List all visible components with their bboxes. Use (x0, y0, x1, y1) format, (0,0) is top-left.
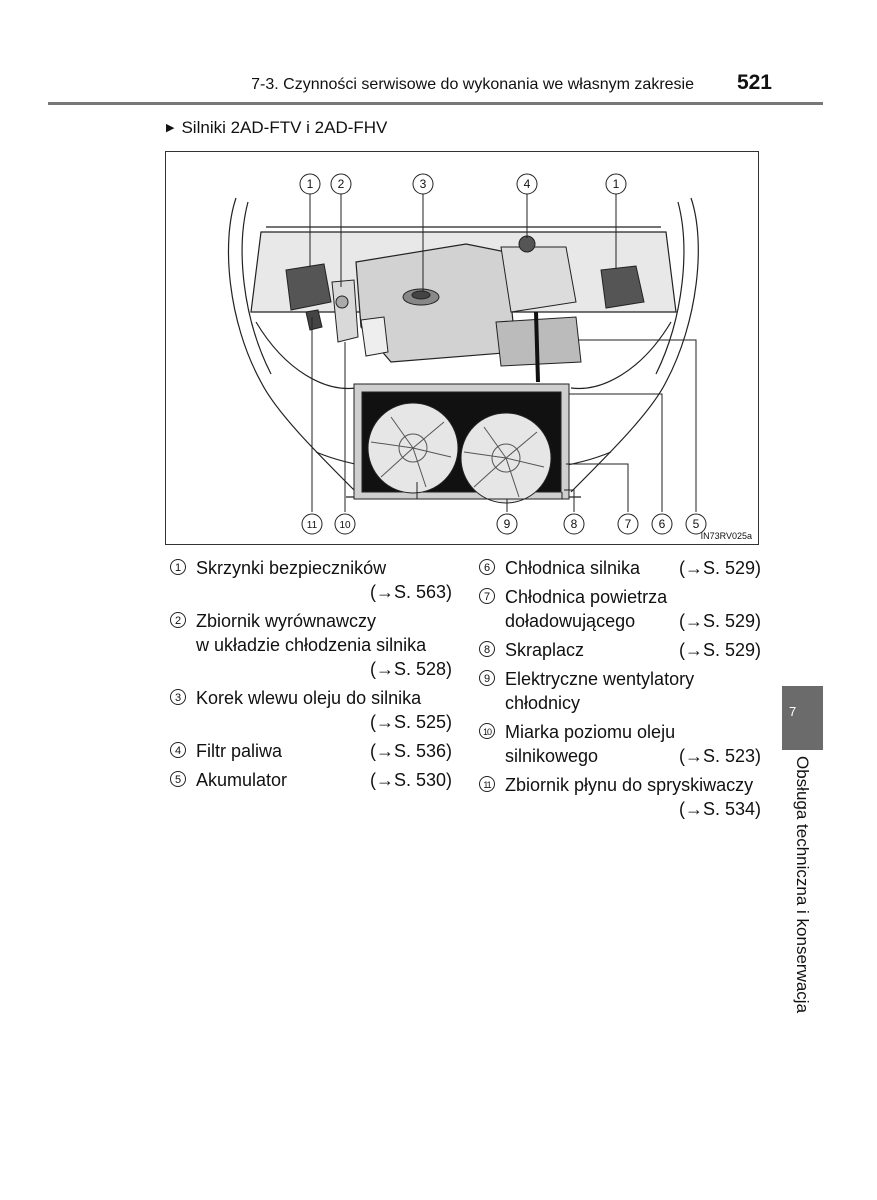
callout-8: 8 (571, 517, 578, 531)
callout-2: 2 (338, 177, 345, 191)
callout-3: 3 (420, 177, 427, 191)
number-badge: 11 (479, 776, 495, 792)
callout-9: 9 (504, 517, 511, 531)
chapter-title: Obsługa techniczna i konserwacja (793, 756, 812, 1014)
page-reference: (→S. 536) (369, 741, 452, 761)
page-reference: (→S. 525) (369, 712, 452, 732)
callout-1-left: 1 (307, 177, 314, 191)
number-badge: 1 (170, 559, 186, 575)
callout-11: 11 (307, 520, 318, 531)
page-reference: (→S. 529) (678, 640, 761, 660)
engine-bay-figure: 1 2 3 4 1 11 10 9 8 7 6 5 IN73RV025a (165, 151, 759, 545)
callout-1-right: 1 (613, 177, 620, 191)
chapter-tab: 7 (782, 686, 823, 750)
running-header: 7-3. Czynności serwisowe do wykonania we… (251, 76, 694, 93)
number-badge: 9 (479, 670, 495, 686)
callout-4: 4 (524, 177, 531, 191)
callout-5: 5 (693, 517, 700, 531)
engine-bay-illustration: 1 2 3 4 1 11 10 9 8 7 6 5 (227, 173, 707, 535)
callout-6: 6 (659, 517, 666, 531)
page-reference: (→S. 529) (678, 611, 761, 631)
number-badge: 7 (479, 588, 495, 604)
callout-10: 10 (339, 520, 351, 531)
section-title: ▶Silniki 2AD-FTV i 2AD-FHV (166, 118, 388, 137)
number-badge: 8 (479, 641, 495, 657)
number-badge: 6 (479, 559, 495, 575)
number-badge: 10 (479, 723, 495, 739)
number-badge: 3 (170, 689, 186, 705)
page-reference: (→S. 529) (678, 558, 761, 578)
number-badge: 5 (170, 771, 186, 787)
number-badge: 2 (170, 612, 186, 628)
triangle-bullet-icon: ▶ (166, 122, 175, 134)
page-reference: (→S. 530) (369, 770, 452, 790)
page-reference: (→S. 534) (678, 799, 761, 819)
figure-id: IN73RV025a (700, 531, 752, 541)
page-reference: (→S. 523) (678, 746, 761, 766)
header-rule (48, 102, 823, 105)
page-number: 521 (736, 71, 772, 94)
callout-7: 7 (625, 517, 632, 531)
number-badge: 4 (170, 742, 186, 758)
page-reference: (→S. 563) (369, 582, 452, 602)
page-reference: (→S. 528) (369, 659, 452, 679)
